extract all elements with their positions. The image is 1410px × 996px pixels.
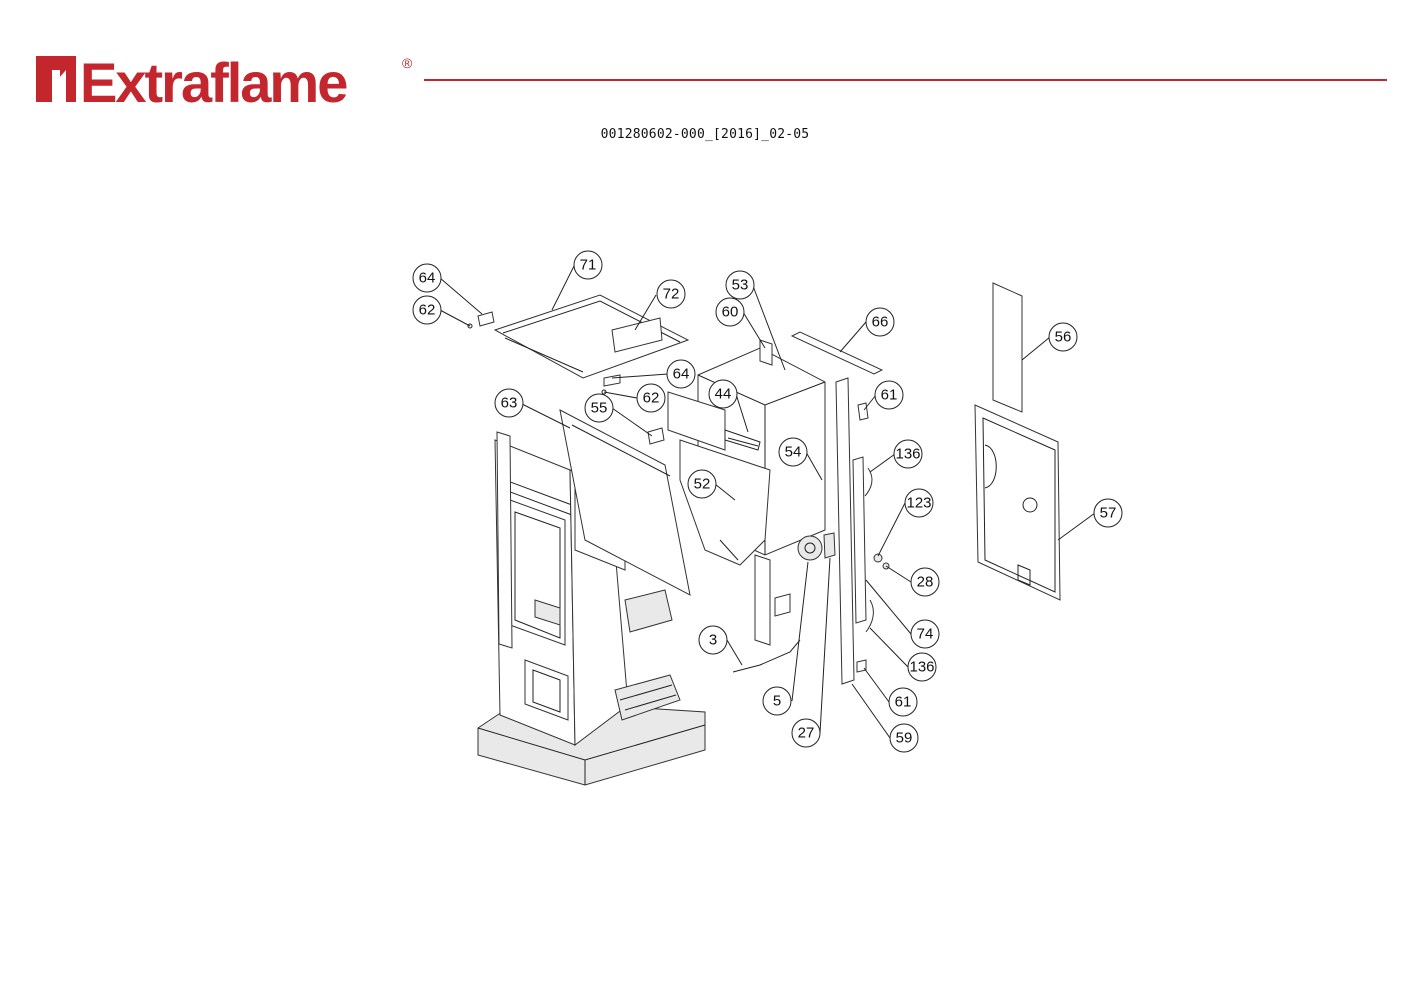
svg-text:44: 44 — [715, 386, 732, 403]
callout-57: 57 — [1093, 498, 1123, 528]
callout-66: 66 — [865, 307, 895, 337]
callout-59: 59 — [889, 723, 919, 753]
svg-text:54: 54 — [785, 444, 802, 461]
svg-text:28: 28 — [917, 574, 934, 591]
svg-text:71: 71 — [580, 257, 597, 274]
svg-text:53: 53 — [732, 277, 749, 294]
callout-62: 62 — [412, 295, 442, 325]
side-panel-57 — [974, 404, 1061, 601]
leader-lines — [439, 265, 1096, 739]
post-60 — [754, 339, 773, 646]
svg-text:62: 62 — [643, 390, 660, 407]
svg-text:61: 61 — [881, 387, 898, 404]
callout-72: 72 — [656, 279, 686, 309]
rail-59 — [835, 377, 855, 685]
callout-74: 74 — [910, 619, 940, 649]
callout-136: 136 — [893, 439, 923, 469]
callout-54: 54 — [778, 437, 808, 467]
motor-5 — [774, 535, 823, 617]
brand-wordmark: Extraflame — [80, 51, 347, 114]
document-code: 001280602-000_[2016]_02-05 — [600, 127, 810, 142]
svg-text:72: 72 — [663, 286, 680, 303]
svg-text:27: 27 — [798, 725, 815, 742]
header-rule — [424, 79, 1387, 81]
extraflame-logo: Extraflame ® — [36, 51, 413, 114]
callout-52: 52 — [687, 469, 717, 499]
svg-text:66: 66 — [872, 314, 889, 331]
callout-5: 5 — [762, 686, 792, 716]
svg-text:61: 61 — [895, 694, 912, 711]
callout-28: 28 — [910, 567, 940, 597]
svg-text:62: 62 — [419, 302, 436, 319]
svg-text:5: 5 — [773, 693, 781, 710]
panel-63 — [559, 409, 691, 596]
bracket-72 — [611, 317, 663, 353]
cable-3 — [732, 639, 801, 673]
svg-text:74: 74 — [917, 626, 934, 643]
svg-text:64: 64 — [673, 366, 690, 383]
top-panel-71 — [493, 294, 690, 379]
svg-text:3: 3 — [709, 632, 717, 649]
callout-27: 27 — [791, 718, 821, 748]
svg-text:63: 63 — [501, 395, 518, 412]
clips-136 — [864, 467, 874, 633]
callout-63: 63 — [494, 388, 524, 418]
svg-text:56: 56 — [1055, 329, 1072, 346]
callout-60: 60 — [715, 297, 745, 327]
callout-53: 53 — [725, 270, 755, 300]
strip-74 — [852, 456, 867, 624]
svg-text:123: 123 — [906, 495, 931, 512]
callout-61: 61 — [874, 380, 904, 410]
svg-text:59: 59 — [896, 730, 913, 747]
callout-71: 71 — [573, 250, 603, 280]
svg-text:64: 64 — [419, 270, 436, 287]
side-panel-56 — [992, 282, 1023, 413]
svg-text:136: 136 — [895, 446, 920, 463]
callout-44: 44 — [708, 379, 738, 409]
svg-text:136: 136 — [909, 659, 934, 676]
callout-62b: 62 — [636, 383, 666, 413]
callout-61b: 61 — [888, 687, 918, 717]
svg-text:55: 55 — [591, 400, 608, 417]
callout-136b: 136 — [907, 652, 937, 682]
callout-64: 64 — [412, 263, 442, 293]
callout-3: 3 — [698, 625, 728, 655]
callout-123: 123 — [904, 488, 934, 518]
flame-mark-icon — [36, 56, 76, 102]
rail-66 — [790, 331, 884, 375]
callout-56: 56 — [1048, 322, 1078, 352]
svg-text:60: 60 — [722, 304, 739, 321]
callout-64b: 64 — [666, 359, 696, 389]
registered-mark: ® — [402, 55, 413, 71]
callout-55: 55 — [584, 393, 614, 423]
part-55 — [647, 427, 665, 445]
svg-text:52: 52 — [694, 476, 711, 493]
svg-text:57: 57 — [1100, 505, 1117, 522]
part-27 — [823, 532, 836, 559]
